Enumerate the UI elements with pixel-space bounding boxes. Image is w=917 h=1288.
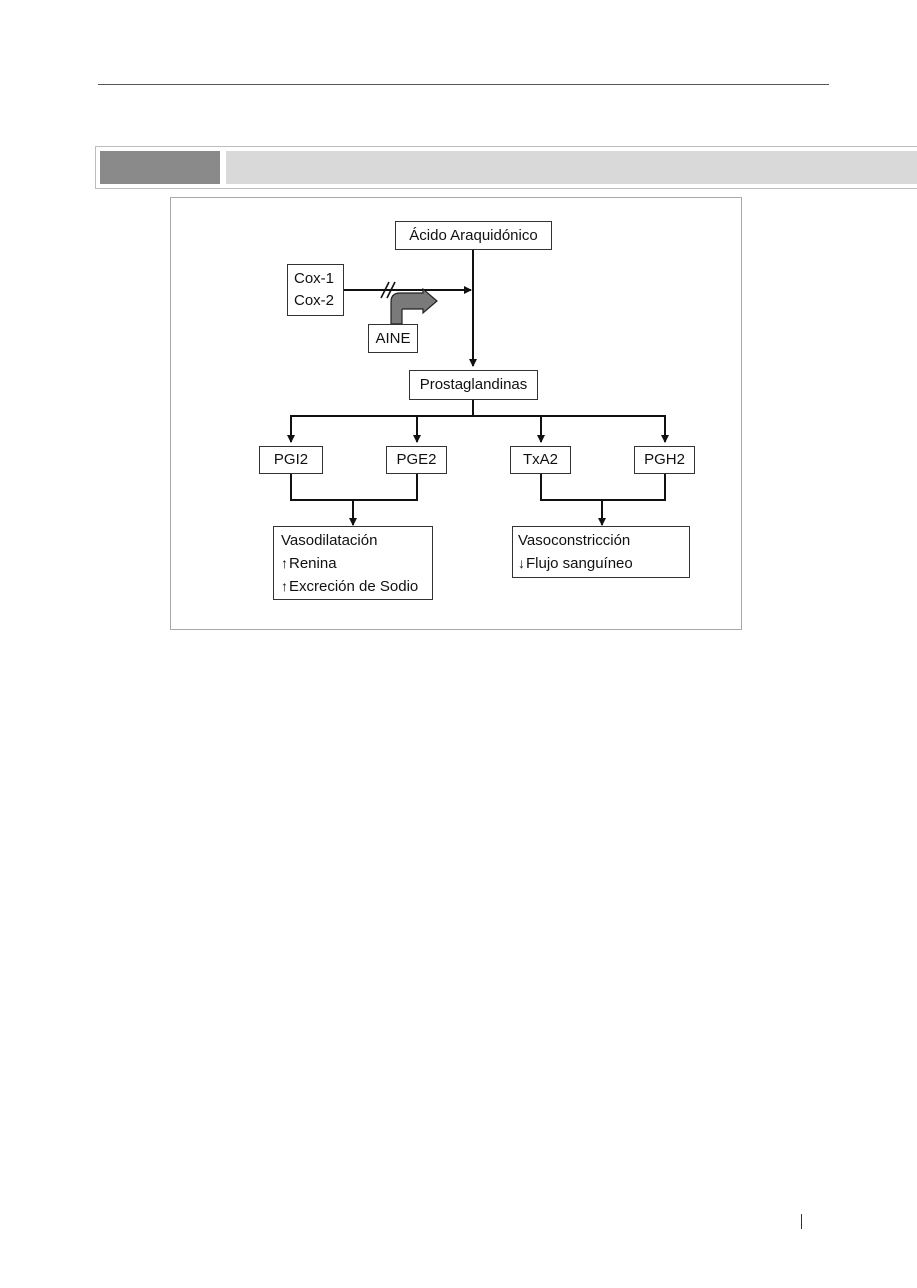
effects-vasodilatacion-box: Vasodilatación ↑Renina ↑Excreción de Sod… xyxy=(273,526,433,600)
effect-renina-label: Renina xyxy=(289,555,337,572)
node-acido-araquidonico: Ácido Araquidónico xyxy=(395,221,552,250)
node-pgh2: PGH2 xyxy=(634,446,695,474)
node-prostaglandinas: Prostaglandinas xyxy=(409,370,538,400)
up-arrow-icon: ↑ xyxy=(281,578,288,594)
effect-flujo-line: ↓Flujo sanguíneo xyxy=(518,552,689,575)
effects-vasoconstriccion-box: Vasoconstricción ↓Flujo sanguíneo xyxy=(512,526,690,578)
merge-txa2-pgh2 xyxy=(540,473,666,501)
section-title-bar xyxy=(226,151,917,184)
node-txa2: TxA2 xyxy=(510,446,571,474)
up-arrow-icon: ↑ xyxy=(281,555,288,571)
aine-inhibition-arrow-icon xyxy=(390,287,438,325)
effect-excrecion-label: Excreción de Sodio xyxy=(289,578,419,595)
section-title-band xyxy=(95,146,917,189)
effect-excrecion-line: ↑Excreción de Sodio xyxy=(281,575,432,598)
node-pge2: PGE2 xyxy=(386,446,447,474)
node-pgi2: PGI2 xyxy=(259,446,323,474)
node-cox: Cox-1 Cox-2 xyxy=(287,264,344,316)
effect-vasoconstriccion-title: Vasoconstricción xyxy=(518,532,631,549)
header-rule xyxy=(98,84,829,85)
node-cox2-label: Cox-2 xyxy=(294,292,335,309)
effect-flujo-label: Flujo sanguíneo xyxy=(526,555,633,572)
inhibition-slash-1 xyxy=(380,281,390,299)
inhibition-slash-2 xyxy=(386,281,396,299)
diagram-connectors xyxy=(287,249,669,526)
prostaglandin-pathway-diagram: Ácido Araquidónico Cox-1 Cox-2 AINE Pros… xyxy=(170,197,742,630)
node-cox1-label: Cox-1 xyxy=(294,270,335,287)
merge-pgi2-pge2 xyxy=(290,473,418,501)
section-number-block xyxy=(100,151,220,184)
effect-vasodilatacion-title: Vasodilatación xyxy=(281,532,378,549)
page-footer-mark xyxy=(801,1214,802,1229)
effect-renina-line: ↑Renina xyxy=(281,552,432,575)
node-aine: AINE xyxy=(368,324,418,353)
down-arrow-icon: ↓ xyxy=(518,555,525,571)
